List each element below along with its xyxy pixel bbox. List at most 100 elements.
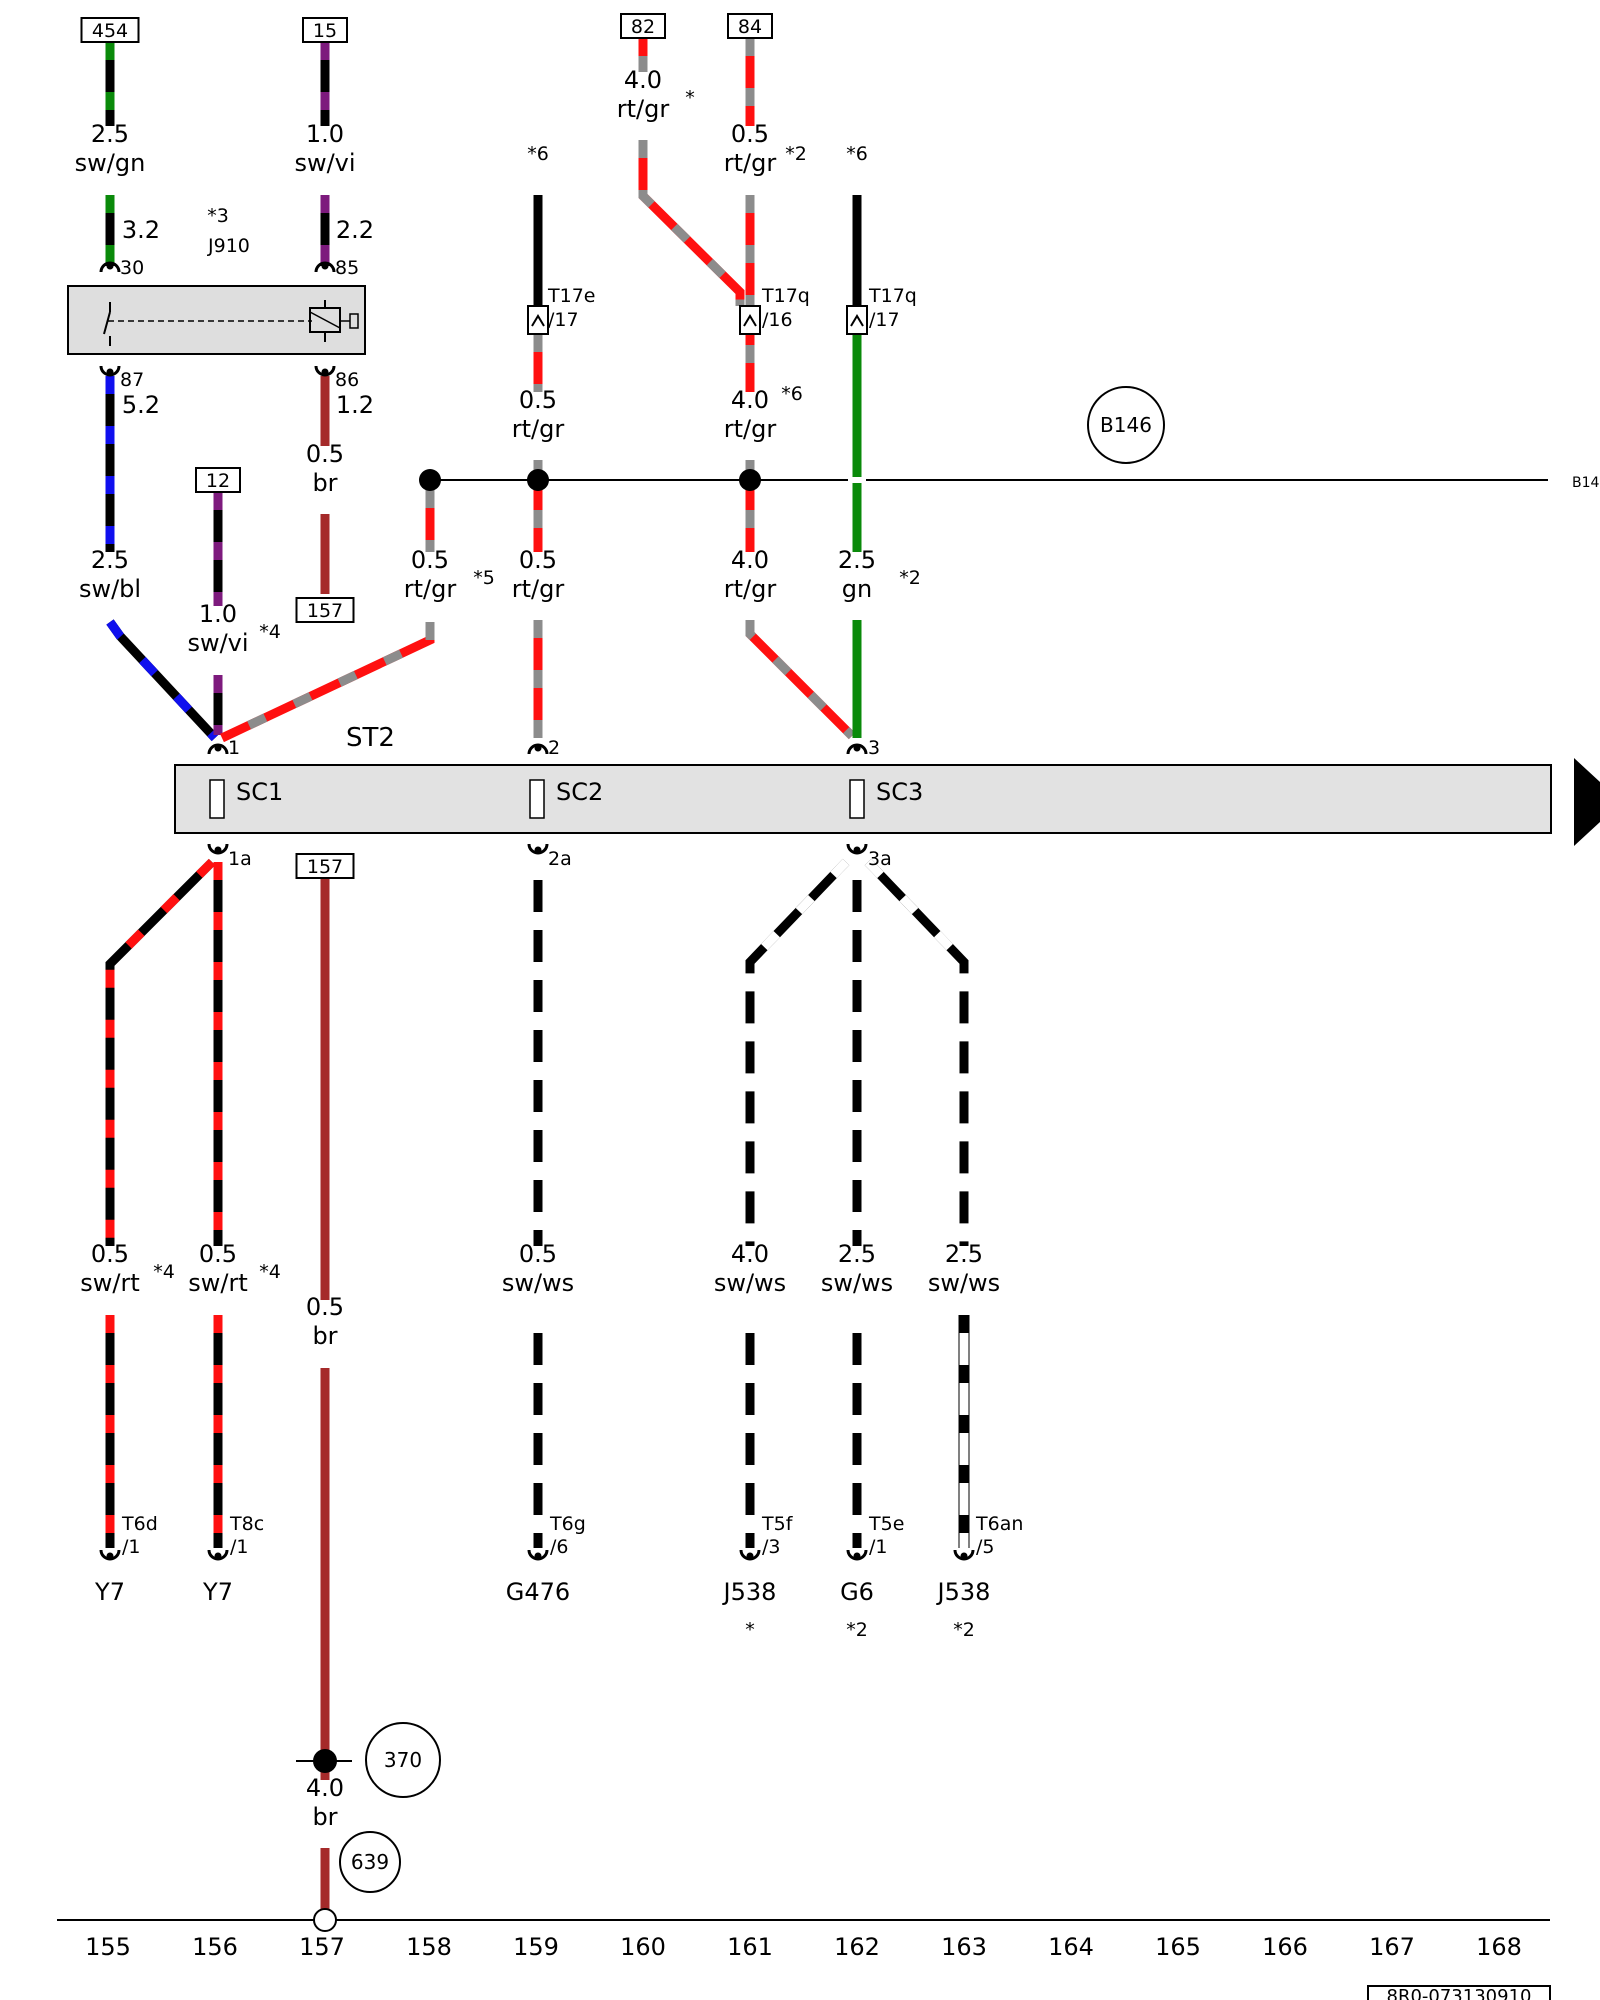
grid-coordinate: 155 (85, 1933, 131, 1961)
connector-plug-label: T5f (761, 1513, 794, 1535)
wire-size-label: 0.5 (519, 546, 557, 574)
bottom-connectors: T6d/1Y7T8c/1Y7T6g/6G476T5f/3J538T5e/1G6T… (94, 1513, 1023, 1606)
grid-coordinate: 163 (941, 1933, 987, 1961)
wire-rt-gr-stripe (220, 622, 435, 743)
component-label: Y7 (202, 1578, 233, 1606)
terminal-label: 15 (313, 20, 337, 42)
wire-sw-ws (745, 858, 850, 1246)
wire-rt-gr-stripe (745, 620, 856, 740)
footnote-marker: *4 (153, 1261, 175, 1283)
relay-name: J910 (207, 235, 250, 257)
grid-coordinate: 164 (1048, 1933, 1094, 1961)
fuse-icon (529, 779, 545, 819)
splice-pin: 1 (228, 737, 240, 759)
footnote-marker: *2 (899, 567, 921, 589)
junction-dot (419, 469, 441, 491)
wire-size-label: 2.5 (945, 1240, 983, 1268)
length-label: 2.2 (336, 216, 374, 244)
grid-coordinate: 158 (406, 1933, 452, 1961)
connector-label: T17q (761, 285, 810, 307)
wire-color-label: sw/ws (821, 1269, 893, 1297)
wire-size-label: 0.5 (519, 1240, 557, 1268)
wire-labels: 2.5sw/gn1.0sw/vi4.0rt/gr0.5rt/gr0.5rt/gr… (75, 66, 1001, 1831)
component-label: Y7 (94, 1578, 125, 1606)
wire-size-label: 2.5 (838, 1240, 876, 1268)
reference-label: 639 (351, 1850, 389, 1874)
terminal-label: 157 (307, 600, 343, 622)
component-label: G476 (506, 1578, 570, 1606)
relay-j910: J910 30 85 87 86 3.2 2.2 5.2 1.2 (67, 216, 374, 419)
component-label: J538 (722, 1578, 777, 1606)
terminal-box (195, 467, 241, 493)
relay-pin-86: 86 (335, 369, 359, 391)
grid-coordinate: 159 (513, 1933, 559, 1961)
grid-coordinate: 160 (620, 1933, 666, 1961)
wire-size-label: 0.5 (731, 120, 769, 148)
relay-pin-85: 85 (335, 257, 359, 279)
wire-sw-ws (864, 858, 969, 1246)
wire-color-label: sw/ws (714, 1269, 786, 1297)
reference-circle (365, 1722, 441, 1798)
junction-dot (527, 469, 549, 491)
wire-size-label: 0.5 (411, 546, 449, 574)
bus-line: B146 (419, 469, 1600, 491)
grid-coordinate: 156 (192, 1933, 238, 1961)
wire-size-label: 4.0 (731, 1240, 769, 1268)
connector-pin-label: /5 (976, 1536, 995, 1558)
splice-st2: ST2 SC1 SC2 SC3 1 2 3 1a 2a 3a (174, 723, 1600, 870)
length-label: 1.2 (336, 391, 374, 419)
connector-label: /17 (548, 309, 579, 331)
wire-size-label: 2.5 (91, 120, 129, 148)
continuation-arrow-icon (1574, 758, 1600, 846)
grid-coordinate: 161 (727, 1933, 773, 1961)
component-label: J538 (936, 1578, 991, 1606)
relay-pin-30: 30 (120, 257, 144, 279)
wire-size-label: 0.5 (306, 1293, 344, 1321)
grid-coordinate: 165 (1155, 1933, 1201, 1961)
footnote-marker: *2 (953, 1619, 975, 1641)
footnote-marker: *2 (846, 1619, 868, 1641)
fuse-label: SC3 (876, 778, 923, 806)
connector-pin-label: /1 (869, 1536, 888, 1558)
wire-color-label: br (312, 1322, 337, 1350)
connector-pin-label: /6 (550, 1536, 569, 1558)
connector-plug-label: T6an (975, 1513, 1023, 1535)
wire-size-label: 0.5 (306, 440, 344, 468)
fuse-label: SC1 (236, 778, 283, 806)
wire-color-label: rt/gr (512, 575, 565, 603)
grid-coordinate: 157 (299, 1933, 345, 1961)
wire-size-label: 4.0 (731, 546, 769, 574)
footnote-marker: *2 (785, 143, 807, 165)
splice-pin: 2a (548, 848, 572, 870)
wire-size-label: 0.5 (519, 386, 557, 414)
footnote-marker: *4 (259, 621, 281, 643)
wire-color-label: sw/bl (79, 575, 141, 603)
wire-color-label: rt/gr (512, 415, 565, 443)
grid-coordinate: 166 (1262, 1933, 1308, 1961)
wire-color-label: rt/gr (724, 575, 777, 603)
ground-line (57, 1749, 1550, 1932)
pin-symbols (99, 261, 975, 1561)
wire-color-label: sw/ws (502, 1269, 574, 1297)
terminal-box (80, 17, 140, 43)
ground-point (313, 1908, 337, 1932)
footnote-marker: *6 (781, 383, 803, 405)
terminal-label: 454 (92, 20, 128, 42)
terminal-box (620, 13, 666, 39)
plug-icon (739, 305, 761, 335)
wire-color-label: sw/vi (187, 629, 248, 657)
grid-coordinate: 167 (1369, 1933, 1415, 1961)
terminal-label: 12 (206, 470, 230, 492)
footnote-marker: *6 (527, 143, 549, 165)
wire-size-label: 4.0 (731, 386, 769, 414)
fuse-icon (209, 779, 225, 819)
length-label: 5.2 (122, 391, 160, 419)
wire-color-label: sw/ws (928, 1269, 1000, 1297)
wire-color-label: br (312, 1803, 337, 1831)
connector-label: /16 (762, 309, 793, 331)
junction-dot (739, 469, 761, 491)
footnotes: **2*6*6*3*6*5*2*4*4*4**2*2 (153, 87, 975, 1641)
